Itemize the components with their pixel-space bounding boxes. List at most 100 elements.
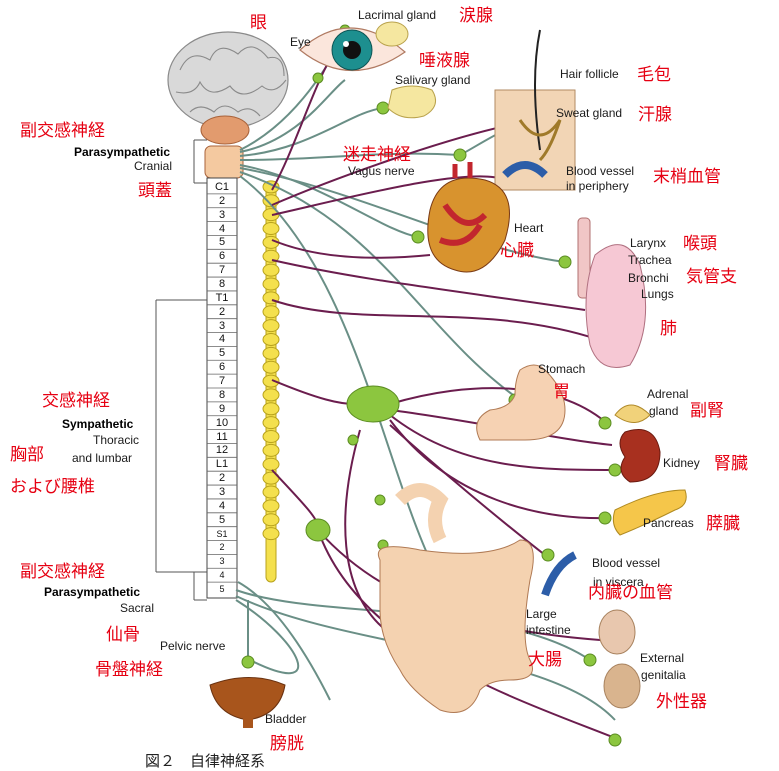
external-genitalia [599, 610, 640, 708]
label-heart-en: Heart [514, 222, 543, 235]
label-thoracic-jp1: 胸部 [10, 446, 44, 465]
chain-ganglion [263, 528, 279, 540]
label-bronchi-jp: 気管支 [686, 268, 737, 287]
chain-ganglion [263, 389, 279, 401]
label-vagus-jp: 迷走神経 [343, 146, 411, 165]
vertebra-label: 3 [211, 320, 233, 332]
salivary-gland [388, 86, 436, 118]
label-sweat-jp: 汗腺 [638, 106, 672, 125]
label-cranial-jp: 頭蓋 [138, 182, 172, 201]
vertebra-label: L1 [211, 458, 233, 470]
vertebra-label: 7 [211, 375, 233, 387]
label-bladder-en: Bladder [265, 713, 306, 726]
lacrimal-gland [376, 22, 408, 46]
label-thoracic-en1: Thoracic [93, 434, 139, 447]
kidney [620, 430, 660, 483]
label-bladder-jp: 膀胱 [270, 735, 304, 754]
vertebra-label: 11 [211, 431, 233, 443]
label-adrenal-jp: 副腎 [690, 402, 724, 421]
label-bv-visc-en1: Blood vessel [592, 557, 660, 570]
label-lungs-en: Lungs [641, 288, 674, 301]
small-intestine [400, 490, 440, 540]
brain [168, 32, 288, 144]
label-genitalia-jp: 外性器 [656, 693, 707, 712]
vertebra-label: 2 [211, 306, 233, 318]
label-large-int-jp: 大腸 [528, 651, 562, 670]
label-symp-en: Sympathetic [62, 418, 133, 431]
label-bv-visc-jp: 内臓の血管 [588, 584, 673, 603]
label-bv-periph-jp: 末梢血管 [653, 168, 721, 187]
label-eye-en: Eye [290, 36, 311, 49]
label-sweat-en: Sweat gland [556, 107, 622, 120]
vertebra-label: 8 [211, 389, 233, 401]
adrenal-gland [615, 405, 650, 423]
vertebra-label: 2 [211, 195, 233, 207]
label-heart-jp: 心臓 [500, 242, 534, 261]
chain-ganglion [263, 417, 279, 429]
label-lacrimal-jp: 涙腺 [459, 7, 493, 26]
chain-ganglion [263, 320, 279, 332]
chain-ganglion [263, 306, 279, 318]
label-hair-en: Hair follicle [560, 68, 619, 81]
label-para2-jp: 副交感神経 [20, 563, 105, 582]
vertebra-label: C1 [211, 181, 233, 193]
vertebra-label: 4 [211, 333, 233, 345]
vertebra-label: 9 [211, 403, 233, 415]
label-para-jp: 副交感神経 [20, 122, 105, 141]
vertebra-label: S1 [211, 528, 233, 540]
label-thoracic-en2: and lumbar [72, 452, 132, 465]
label-salivary-jp: 唾液腺 [419, 52, 470, 71]
label-thoracic-jp2: および腰椎 [10, 478, 95, 497]
label-hair-jp: 毛包 [637, 66, 671, 85]
label-large-int-en1: Large [526, 608, 557, 621]
vertebra-label: 4 [211, 500, 233, 512]
label-vagus-en: Vagus nerve [348, 165, 415, 178]
label-salivary-en: Salivary gland [395, 74, 470, 87]
label-adrenal-en1: Adrenal [647, 388, 688, 401]
label-larynx-jp: 喉頭 [683, 235, 717, 254]
vertebra-label: 2 [211, 541, 233, 553]
label-sacral-jp: 仙骨 [106, 626, 140, 645]
chain-ganglion [263, 500, 279, 512]
label-bv-periph-en2: in periphery [566, 180, 629, 193]
division-brackets [156, 140, 207, 600]
label-lungs-jp: 肺 [660, 320, 677, 339]
label-bv-periph-en1: Blood vessel [566, 165, 634, 178]
label-stomach-en: Stomach [538, 363, 585, 376]
chain-ganglion [263, 458, 279, 470]
label-kidney-en: Kidney [663, 457, 700, 470]
vertebra-label: 5 [211, 236, 233, 248]
label-adrenal-en2: gland [649, 405, 678, 418]
vertebra-label: 5 [211, 514, 233, 526]
label-kidney-jp: 腎臓 [714, 455, 748, 474]
label-para-en: Parasympathetic [74, 146, 170, 159]
chain-ganglion [263, 347, 279, 359]
label-bronchi-en: Bronchi [628, 272, 669, 285]
vertebra-label: 5 [211, 583, 233, 595]
label-pancreas-jp: 膵臓 [706, 515, 740, 534]
vertebra-label: T1 [211, 292, 233, 304]
chain-ganglion [263, 514, 279, 526]
vertebra-label: 3 [211, 555, 233, 567]
label-stomach-jp: 胃 [553, 383, 570, 402]
label-pelvic-jp: 骨盤神経 [95, 661, 163, 680]
vertebra-label: 12 [211, 444, 233, 456]
vertebra-label: 3 [211, 486, 233, 498]
chain-ganglion [263, 223, 279, 235]
figure-caption: 図２ 自律神経系 [145, 750, 265, 771]
vertebra-label: 10 [211, 417, 233, 429]
label-trachea-en: Trachea [628, 254, 672, 267]
large-intestine [378, 540, 533, 713]
label-sacral-en: Sacral [120, 602, 154, 615]
label-pancreas-en: Pancreas [643, 517, 694, 530]
label-cranial-en: Cranial [134, 160, 172, 173]
vertebra-label: 6 [211, 250, 233, 262]
label-pelvic-en: Pelvic nerve [160, 640, 225, 653]
vertebra-label: 4 [211, 223, 233, 235]
label-symp-jp: 交感神経 [42, 392, 110, 411]
label-large-int-en2: intestine [526, 624, 571, 637]
vertebra-label: 8 [211, 278, 233, 290]
vertebra-label: 3 [211, 209, 233, 221]
label-eye-jp: 眼 [250, 14, 267, 33]
